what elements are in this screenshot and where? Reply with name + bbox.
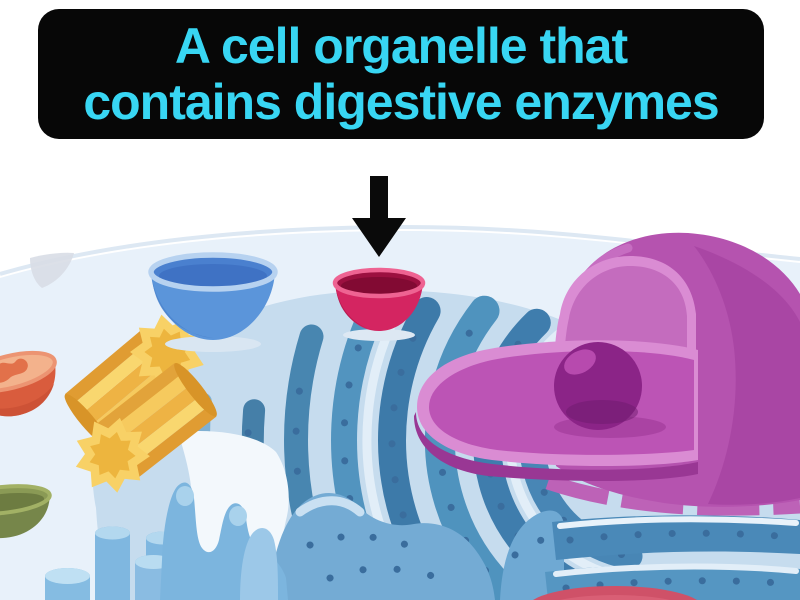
mitochondrion-rim <box>0 350 57 394</box>
pillar-top <box>45 568 90 584</box>
ribosome-dots <box>562 577 798 592</box>
vesicle-blue-bowl <box>148 252 278 352</box>
ribosome-dots <box>566 529 798 544</box>
centriole-far-end <box>174 362 217 417</box>
lysosome-red-bowl <box>332 267 426 341</box>
centriole-flute <box>129 406 217 479</box>
centriole-pair <box>64 314 217 493</box>
pillar <box>240 528 278 600</box>
red-organelle-top <box>559 595 671 600</box>
nucleus <box>414 232 800 516</box>
mitochondrion <box>0 350 57 417</box>
green-vesicle-rim <box>0 484 52 516</box>
centriole-flute <box>95 362 183 435</box>
vesicle-cavity-shade <box>159 264 267 288</box>
lysosome-rim <box>332 267 426 299</box>
vesicle-shadow <box>165 336 261 352</box>
er-band <box>552 515 800 560</box>
microvilli-pillars <box>45 482 288 600</box>
vesicle-rim <box>148 252 278 292</box>
lysosome-shadow <box>343 329 415 341</box>
red-organelle-bottom <box>533 586 697 600</box>
green-vesicle-body <box>0 494 50 539</box>
pillar <box>95 526 130 600</box>
centriole-star-facet <box>89 431 136 479</box>
er-lobe <box>268 492 495 600</box>
centriole-flute <box>73 339 159 415</box>
er-band-highlight <box>557 516 799 529</box>
red-organelle-body <box>533 586 697 600</box>
centriole-flute <box>103 373 192 446</box>
green-vesicle <box>0 484 52 539</box>
lysosome-cavity-shade <box>341 277 417 295</box>
nucleolus-gloss <box>564 349 596 375</box>
centriole-flute <box>121 396 209 468</box>
banner-line-1: A cell organelle that <box>174 18 628 74</box>
nucleus-dome-shade <box>694 246 800 505</box>
nuclear-envelope-pores <box>545 474 800 516</box>
ribosome-dots <box>306 532 419 552</box>
finger-top-highlight <box>176 486 194 506</box>
membrane-shadow <box>30 252 74 288</box>
mitochondrion-cristae <box>0 358 28 384</box>
definition-banner: A cell organelle that contains digestive… <box>38 9 764 139</box>
finger-top-highlight <box>229 506 247 526</box>
mitochondrion-shade <box>0 383 55 417</box>
pointer-arrow-icon <box>352 176 406 257</box>
centriole-flute <box>64 329 150 405</box>
pillar-top <box>95 526 130 540</box>
er-lobe-highlight <box>295 496 365 517</box>
banner-line-2: contains digestive enzymes <box>83 74 719 130</box>
centriole <box>75 362 217 493</box>
er-band-highlight <box>553 563 799 577</box>
nucleus-shelf-side <box>414 412 698 481</box>
nucleolus-shade <box>566 400 638 424</box>
ribosome-dots <box>511 536 564 559</box>
